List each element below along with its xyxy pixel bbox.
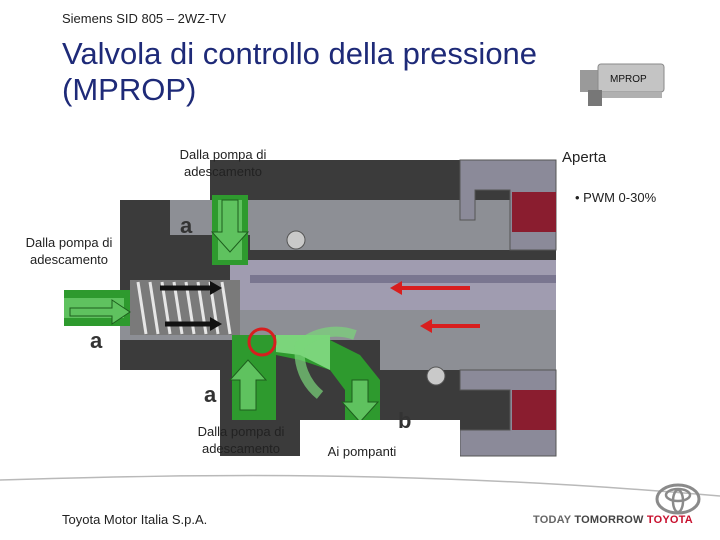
- mprop-part-image: MPROP: [578, 60, 672, 108]
- letter-b: b: [398, 408, 412, 433]
- footer-swoosh: [0, 474, 720, 497]
- page-title-line1: Valvola di controllo della pressione: [62, 36, 538, 71]
- magnetic-force-arrowhead-lower: [420, 319, 432, 333]
- diagram-bottom-mask: [120, 370, 220, 460]
- toyota-logo-icon: [655, 483, 701, 515]
- diagram-left-mask: [0, 140, 120, 280]
- page-title: Valvola di controllo della pressione (MP…: [62, 36, 537, 108]
- slogan-tomorrow: TOMORROW: [574, 514, 644, 526]
- footer-slogan: TODAY TOMORROW TOYOTA: [533, 514, 693, 526]
- screw-upper: [286, 230, 306, 250]
- page-title-line2: (MPROP): [62, 72, 197, 107]
- mprop-badge-label: MPROP: [610, 74, 647, 85]
- valve-state-label: Aperta: [562, 149, 607, 166]
- slogan-today: TODAY: [533, 514, 572, 526]
- pwm-range-bullet: • PWM 0-30%: [575, 190, 657, 205]
- coil-winding-upper: [512, 192, 556, 232]
- footer-company: Toyota Motor Italia S.p.A.: [62, 512, 208, 527]
- diagram-left-mask-lower: [0, 340, 120, 460]
- inlet-arrow-bottom: [228, 359, 268, 411]
- magnetic-force-arrowhead-upper: [390, 281, 402, 295]
- spring-force-arrowhead-lower: [210, 317, 222, 331]
- diagram-bottom-mask-right: [300, 420, 460, 460]
- label-to-pumping-elements: Ai pompanti: [327, 444, 397, 459]
- label-from-priming-pump-left: Dalla pompa di adescamento: [25, 235, 113, 267]
- spring-force-arrowhead-upper: [210, 281, 222, 295]
- letter-a-bottom: a: [204, 382, 217, 407]
- inlet-arrow-top: [210, 199, 250, 253]
- inlet-arrow-left: [69, 299, 131, 325]
- label-from-priming-pump-bottom: Dalla pompa di adescamento: [197, 424, 285, 456]
- coil-winding-lower: [512, 390, 556, 430]
- slogan-toyota: TOYOTA: [646, 514, 693, 526]
- spring-coils: [136, 281, 232, 335]
- diagram-top-mask: [120, 140, 210, 200]
- outlet-arrow: [340, 379, 380, 423]
- letter-a-left: a: [90, 328, 103, 353]
- letter-a-top: a: [180, 213, 193, 238]
- spring-force-arrows: [160, 285, 210, 327]
- flow-arc: [294, 326, 357, 399]
- screw-lower: [426, 366, 446, 386]
- header-subtitle: Siemens SID 805 – 2WZ-TV: [62, 11, 226, 26]
- outlet-chamber: [232, 335, 380, 430]
- spool-shaft: [250, 275, 556, 283]
- valve-cross-section: [0, 140, 557, 460]
- label-from-priming-pump-top: Dalla pompa di adescamento: [179, 147, 267, 179]
- valve-spool: [230, 260, 556, 310]
- control-edge-marker: [247, 327, 277, 357]
